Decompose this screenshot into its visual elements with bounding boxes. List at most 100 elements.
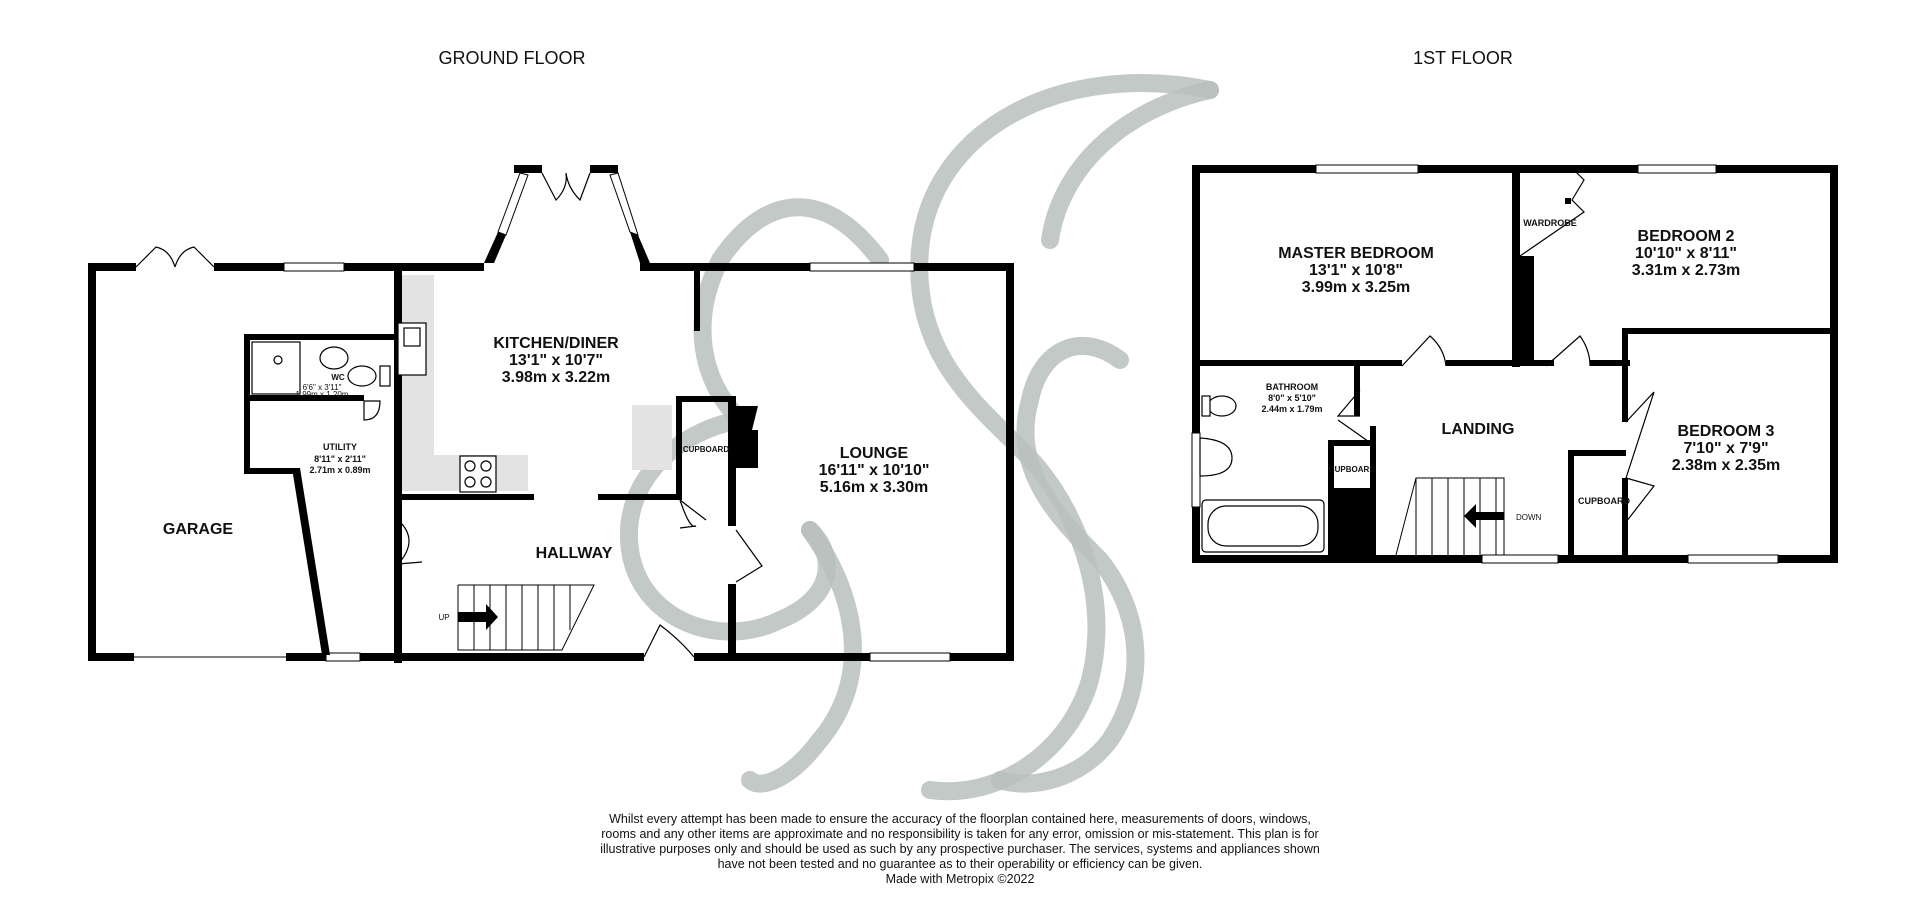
- stairs-up-label: UP: [438, 613, 449, 622]
- landing-window: [1481, 554, 1559, 564]
- master-window: [1315, 164, 1419, 174]
- cupboard-top-wall: [676, 396, 736, 402]
- landing-label: LANDING: [1442, 421, 1515, 438]
- first-top-wall-b: [1418, 165, 1638, 173]
- lounge-top-wall-b: [914, 263, 1014, 271]
- bath-cupboard-right-wall: [1370, 426, 1376, 492]
- cupboard-left-wall: [676, 396, 682, 500]
- wc-label: WC: [331, 373, 345, 382]
- wc-top-wall: [244, 334, 396, 340]
- landing-cupboard-top-wall: [1568, 450, 1626, 456]
- wc-cistern: [379, 365, 391, 387]
- garage-label: GARAGE: [163, 521, 234, 538]
- bedroom3-left-wall-a: [1622, 328, 1628, 422]
- garage-top-wall-b: [214, 263, 284, 271]
- wardrobe-door: [1519, 171, 1585, 257]
- bay-left-wall: [484, 232, 506, 263]
- cupboard-label: CUPBOARD: [683, 445, 729, 454]
- bedroom3-imperial: 7'10" x 7'9": [1683, 440, 1768, 457]
- wc-bottom-wall: [244, 395, 364, 401]
- master-bedroom-metric: 3.99m x 3.25m: [1302, 279, 1411, 296]
- utility-slant-wall: [292, 468, 330, 655]
- disclaimer-text: Whilst every attempt has been made to en…: [600, 812, 1320, 871]
- garage-bottom-wall-a: [88, 653, 134, 661]
- garage-internal-door: [396, 519, 423, 565]
- garage-bottom-wall-b: [286, 653, 326, 661]
- bathroom-window: [1191, 432, 1201, 508]
- watermark-logo: [619, 74, 1219, 801]
- bedroom2-metric: 3.31m x 2.73m: [1632, 262, 1741, 279]
- first-floor-plan: MASTER BEDROOM 13'1" x 10'8" 3.99m x 3.2…: [1191, 164, 1838, 564]
- bedroom2-window: [1637, 164, 1717, 174]
- garage-rear-doors: [135, 246, 215, 268]
- bedroom3-top-wall: [1622, 328, 1832, 334]
- lounge-left-wall-b: [728, 584, 736, 661]
- hall-left-wall: [394, 263, 402, 663]
- kitchen-sink: [397, 322, 427, 376]
- bay-top-wall-b: [590, 165, 618, 173]
- first-top-wall-c: [1716, 165, 1832, 173]
- kitchen-hob: [459, 455, 497, 493]
- utility-imperial: 8'11" x 2'11": [314, 454, 366, 464]
- utility-label: UTILITY: [323, 442, 357, 452]
- bathroom-metric: 2.44m x 1.79m: [1261, 404, 1322, 414]
- bath-cupboard-door: [1337, 419, 1373, 445]
- wc-metric: 1.99m x 1.20m: [296, 390, 349, 399]
- bedroom2-imperial: 10'10" x 8'11": [1635, 245, 1737, 262]
- wc-toilet: [347, 365, 377, 387]
- first-top-wall-a: [1192, 165, 1316, 173]
- hall-bottom-wall: [360, 653, 644, 661]
- lounge-top-wall-a: [640, 263, 810, 271]
- kitchen-bottom-wall-a: [394, 494, 534, 500]
- kitchen-metric: 3.98m x 3.22m: [502, 369, 611, 386]
- hob-ring: [480, 460, 492, 472]
- first-floor-title: 1ST FLOOR: [1413, 48, 1513, 68]
- bay-window-right: [609, 172, 639, 236]
- bedroom3-door: [1625, 391, 1655, 479]
- stairs-down-arrow-icon: [1464, 504, 1504, 528]
- lounge-metric: 5.16m x 3.30m: [820, 479, 929, 496]
- wc-door: [363, 400, 381, 421]
- kitchen-bottom-wall-b: [598, 494, 680, 500]
- bathroom-label: BATHROOM: [1266, 382, 1318, 392]
- shower-drain: [273, 355, 283, 365]
- kitchen-sink-bowl: [403, 327, 421, 347]
- kitchen-patio-doors: [541, 172, 591, 202]
- landing-top-wall-a: [1520, 360, 1554, 366]
- bedroom2-label: BEDROOM 2: [1638, 228, 1735, 245]
- wardrobe-wall: [1520, 256, 1534, 366]
- bathroom-imperial: 8'0" x 5'10": [1268, 393, 1316, 403]
- bedroom3-left-wall-b: [1622, 478, 1628, 558]
- master-bottom-wall-a: [1196, 360, 1402, 366]
- utility-left-wall: [244, 395, 250, 473]
- stairs-down-label: DOWN: [1516, 513, 1542, 522]
- bathroom-door: [1336, 389, 1361, 417]
- lounge-door: [735, 529, 763, 583]
- wc-left-wall: [244, 334, 250, 398]
- garage-left-wall: [88, 263, 96, 661]
- bedroom3-metric: 2.38m x 2.35m: [1672, 457, 1781, 474]
- lounge-bottom-wall: [694, 653, 1014, 661]
- master-bottom-wall-b: [1446, 360, 1520, 366]
- lounge-unit: [632, 405, 672, 470]
- lounge-imperial: 16'11" x 10'10": [819, 462, 930, 479]
- lounge-right-wall: [1006, 263, 1014, 661]
- master-right-wall: [1512, 171, 1520, 367]
- bedroom3-window: [1687, 554, 1779, 564]
- hob-ring: [480, 476, 492, 488]
- hob-ring: [464, 476, 476, 488]
- lounge-window-bottom: [869, 652, 951, 662]
- bedroom2-door: [1545, 335, 1591, 367]
- bathroom-basin: [1199, 437, 1233, 477]
- stairs-up-arrow-icon: [458, 604, 498, 630]
- shower-tray: [251, 341, 301, 395]
- disclaimer-block: Whilst every attempt has been made to en…: [600, 812, 1320, 887]
- toilet: [1207, 395, 1237, 417]
- hob-ring: [464, 460, 476, 472]
- bath-cupboard-top-wall: [1328, 440, 1376, 446]
- wc-basin: [319, 346, 349, 370]
- bay-window-left: [497, 172, 529, 236]
- bath-tub-inner: [1207, 505, 1319, 547]
- landing-top-wall-b: [1590, 360, 1630, 366]
